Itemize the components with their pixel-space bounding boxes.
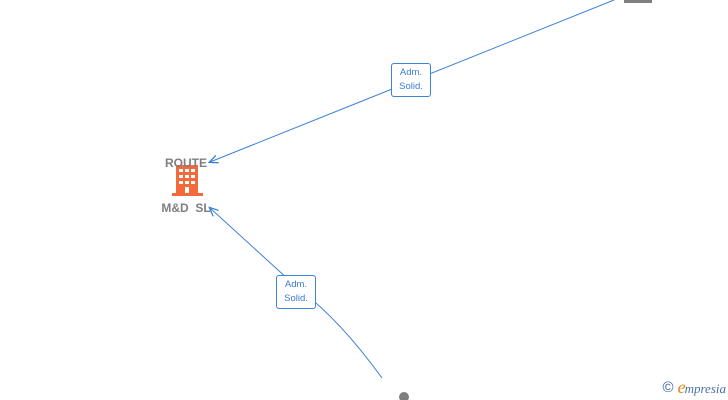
company-name-line2: M&D SL [161,201,211,215]
brand-logo: empresia [678,377,726,398]
brand-logo-e: e [677,377,686,397]
relation-label-bottom-line1: Adm. [284,279,308,290]
relation-label-top[interactable]: Adm. Solid. [391,63,431,97]
top-right-node-icon[interactable] [624,0,652,3]
brand-logo-rest: mpresia [684,381,726,396]
relation-label-bottom-line2: Solid. [284,293,308,304]
relation-label-top-line1: Adm. [399,67,423,78]
relation-label-top-line2: Solid. [399,81,423,92]
relation-label-bottom[interactable]: Adm. Solid. [276,275,316,309]
copyright-icon: © [662,379,674,396]
building-icon[interactable] [172,165,203,196]
bottom-person-node-icon[interactable] [399,392,409,400]
brand-watermark: © empresia [663,377,726,398]
company-name-line1: ROUTE [165,156,207,170]
company-name[interactable]: ROUTE M&D SL [146,126,226,231]
